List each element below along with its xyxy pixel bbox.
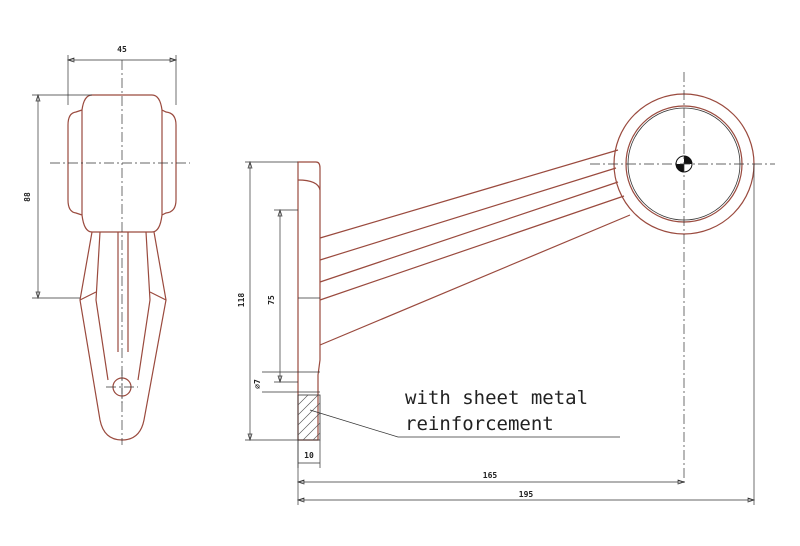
bore-lines — [298, 371, 320, 393]
dim-165-lines — [297, 440, 684, 505]
dim-10-label: 10 — [304, 451, 314, 460]
dim-88-lines — [32, 94, 92, 299]
note-leader — [309, 409, 620, 438]
side-arm-mid3 — [319, 195, 625, 301]
side-arm-upper — [319, 149, 619, 239]
reinforcement-hatch — [297, 394, 321, 441]
dim-7-label: ⌀7 — [253, 379, 262, 389]
dim-165-label: 165 — [483, 471, 498, 480]
dim-195-label: 195 — [519, 490, 534, 499]
front-arm — [79, 231, 167, 441]
center-mark-q3 — [676, 164, 684, 172]
dim-75-arrows — [277, 208, 283, 384]
side-arm-mid2 — [319, 181, 619, 283]
dim-75-label: 75 — [267, 295, 276, 305]
center-mark-q1 — [684, 156, 692, 164]
reinforcement-plate — [297, 394, 321, 441]
dim-75-lines — [274, 209, 298, 383]
front-arm-inner-left — [95, 231, 109, 381]
side-arm-mid1 — [319, 167, 617, 261]
dim-88-arrows — [35, 93, 41, 300]
dim-45-label: 45 — [117, 45, 127, 54]
dim-45-arrows — [66, 57, 178, 63]
side-mount-base — [297, 161, 321, 441]
dim-118-lines — [245, 161, 298, 441]
dim-195-lines — [298, 164, 755, 505]
side-mount-step — [297, 179, 321, 191]
dim-7-lines — [262, 371, 298, 393]
front-lamp-head — [67, 94, 177, 233]
dim-88-label: 88 — [23, 192, 32, 202]
dim-45-lines — [67, 55, 177, 105]
dim-118-label: 118 — [237, 293, 246, 308]
front-arm-shoulder — [79, 291, 167, 301]
front-view: 45 88 — [23, 45, 190, 445]
note-line-1: with sheet metal — [405, 387, 588, 409]
side-view: 118 75 ⌀7 10 165 195 with sheet metal re… — [237, 72, 775, 505]
dim-165-arrows — [296, 479, 686, 485]
dim-118-arrows — [247, 160, 253, 442]
side-arm-lower — [319, 214, 631, 346]
front-arm-inner-right — [137, 231, 151, 381]
note-line-2: reinforcement — [405, 413, 554, 435]
dim-195-arrows — [296, 497, 756, 503]
